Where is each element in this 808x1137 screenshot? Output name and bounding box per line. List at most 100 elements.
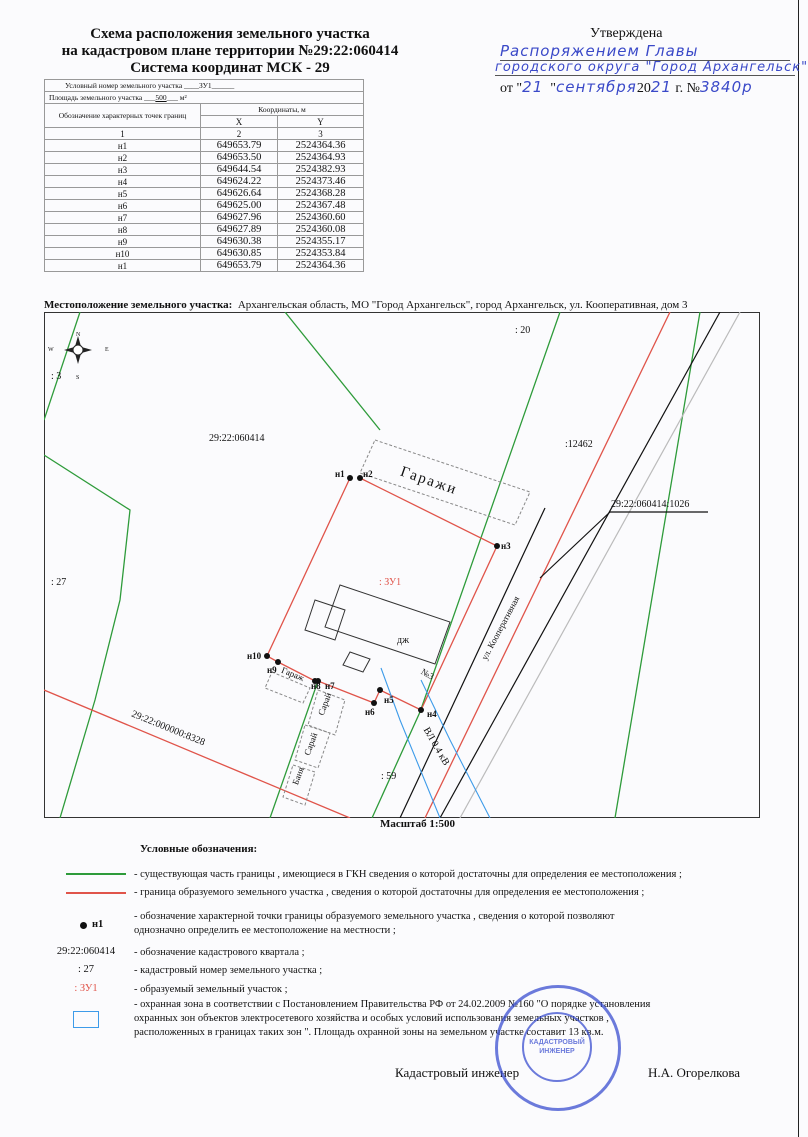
- cell-point: н10: [44, 247, 201, 260]
- cell-y: 2524355.17: [277, 235, 364, 248]
- location-value: Архангельская область, МО "Город Арханге…: [237, 299, 688, 311]
- point-label: н10: [247, 651, 262, 661]
- label-parcel-27: : 27: [51, 577, 67, 588]
- point-label: н9: [267, 665, 277, 675]
- cell-point: н8: [44, 223, 201, 236]
- cell-y: 2524373.46: [277, 175, 364, 188]
- boundary-points: [264, 475, 500, 713]
- signature-role: Кадастровый инженер: [395, 1065, 520, 1080]
- year-prefix: 20: [636, 81, 651, 96]
- cell-y: 2524367.48: [277, 199, 364, 212]
- label-zu1: : ЗУ1: [379, 577, 402, 588]
- road-boundary: [424, 312, 671, 818]
- buildings: [264, 439, 531, 806]
- stamp-text: КАДАСТРОВЫЙ ИНЖЕНЕР: [522, 1012, 592, 1082]
- zu1-boundary: [266, 477, 498, 711]
- approval-label: Утверждена: [590, 26, 663, 41]
- cell-y: 2524360.08: [277, 223, 364, 236]
- existing-boundary-line: [44, 312, 81, 421]
- cell-x: 649626.64: [199, 187, 279, 200]
- protection-zone: [380, 667, 491, 818]
- legend-item: - образуемый земельный участок ;: [134, 984, 288, 995]
- cell-x: 649653.79: [199, 139, 279, 152]
- col-x-header: X: [199, 115, 279, 128]
- legend-zone-icon: [73, 1011, 99, 1028]
- cell-x: 649653.50: [199, 151, 279, 164]
- cell-point: н6: [44, 199, 201, 212]
- cell-x: 649630.85: [199, 247, 279, 260]
- legend-new-parcel-symbol: : ЗУ1: [74, 983, 98, 994]
- cell-y: 2524360.60: [277, 211, 364, 224]
- cell-x: 649627.89: [199, 223, 279, 236]
- label-parcel-59: : 59: [381, 771, 397, 782]
- point-label: н6: [365, 707, 375, 717]
- legend-quarter-symbol: 29:22:060414: [56, 946, 116, 957]
- col-num: 1: [44, 127, 201, 140]
- legend-item: - граница образуемого земельного участка…: [134, 887, 645, 898]
- cell-x: 649625.00: [199, 199, 279, 212]
- legend-item: - охранная зона в соответствии с Постано…: [134, 999, 651, 1010]
- cell-y: 2524364.36: [277, 139, 364, 152]
- label-parcel-3: : 3: [51, 371, 62, 382]
- compass-n: N: [76, 332, 81, 338]
- existing-boundary-line: [371, 312, 561, 818]
- cell-point: н3: [44, 163, 201, 176]
- cell-point: н1: [44, 139, 201, 152]
- legend-item: охранных зон объектов электросетевого хо…: [134, 1013, 609, 1024]
- legend-item: - кадастровый номер земельного участка ;: [134, 965, 323, 976]
- compass-s: S: [76, 375, 80, 381]
- garages-building: [359, 439, 531, 526]
- cell-y: 2524368.28: [277, 187, 364, 200]
- cell-point: н2: [44, 151, 201, 164]
- cell-point: н5: [44, 187, 201, 200]
- label-parcel-1026: 29:22:060414:1026: [611, 499, 690, 510]
- cell-y: 2524353.84: [277, 247, 364, 260]
- area-unit: м²: [179, 93, 187, 102]
- existing-boundary-line: [614, 312, 701, 818]
- approval-block: Утверждена Распоряжением Главы городског…: [495, 26, 807, 96]
- legend-red-line: [66, 892, 126, 894]
- label-house: дж: [397, 635, 409, 646]
- existing-boundary-line: [44, 454, 131, 818]
- col-coords-header: Координаты, м: [200, 103, 364, 116]
- map-scale: Масштаб 1:500: [380, 818, 456, 830]
- approval-number: 3840р: [699, 78, 753, 96]
- legend-item: расположенных в границах таких зон ". Пл…: [134, 1027, 604, 1038]
- area-label: Площадь земельного участка: [49, 93, 143, 102]
- cell-point: н9: [44, 235, 201, 248]
- parcel-label: Условный номер земельного участка: [65, 81, 183, 90]
- col-num: 3: [277, 127, 364, 140]
- col-y-header: Y: [277, 115, 364, 128]
- legend-parcel-symbol: : 27: [77, 964, 95, 975]
- point-label: н5: [384, 695, 394, 705]
- engineer-stamp: КАДАСТРОВЫЙ ИНЖЕНЕР: [495, 985, 621, 1111]
- point-label: н4: [427, 709, 437, 719]
- cell-point: н1: [44, 259, 201, 272]
- cell-y: 2524364.93: [277, 151, 364, 164]
- cadastral-map: : 20 : 3 29:22:060414 :12462 29:22:06041…: [44, 312, 760, 818]
- legend-item: - существующая часть границы , имеющиеся…: [134, 869, 682, 880]
- compass-icon: [64, 336, 92, 364]
- legend-item: - обозначение характерной точки границы …: [134, 911, 615, 922]
- legend-item: - обозначение кадастрового квартала ;: [134, 947, 305, 958]
- legend-item: однозначно определить ее местоположение …: [134, 925, 396, 936]
- existing-boundary-line: [284, 312, 381, 431]
- cell-x: 649627.96: [199, 211, 279, 224]
- approval-month: сентября: [555, 78, 637, 96]
- col-num: 2: [199, 127, 279, 140]
- compass-w: W: [48, 347, 54, 353]
- compass-e: E: [105, 347, 109, 353]
- label-parcel-20: : 20: [515, 325, 531, 336]
- parcel-8328-boundary: [44, 689, 351, 818]
- cell-x: 649653.79: [199, 259, 279, 272]
- cell-x: 649624.22: [199, 175, 279, 188]
- point-label: н8: [311, 681, 321, 691]
